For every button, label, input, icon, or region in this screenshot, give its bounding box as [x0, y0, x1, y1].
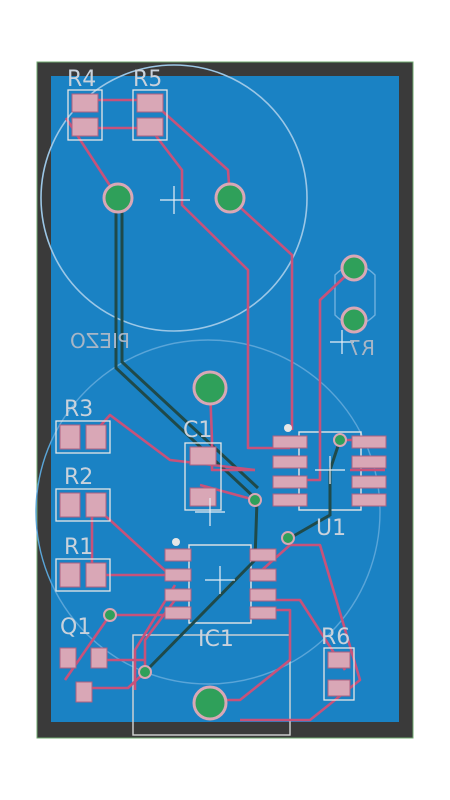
pad-c1-1	[189, 446, 217, 466]
via-5	[138, 665, 152, 679]
pad-q1-1	[59, 647, 77, 669]
through-holes	[102, 182, 368, 721]
pad-r4-2	[71, 117, 99, 137]
via-2	[281, 531, 295, 545]
pad-u1-7	[351, 455, 387, 469]
pad-u1-2	[272, 455, 308, 469]
label-r2: R2	[64, 465, 93, 490]
piezo-outline-bottom	[35, 339, 381, 685]
pad-r3-1	[59, 424, 81, 450]
piezo2-pad-2	[192, 685, 228, 721]
pad-r6-1	[327, 651, 351, 669]
u1-pin1-marker	[284, 424, 292, 432]
label-r4: R4	[67, 67, 96, 92]
piezo-pad-2	[214, 182, 246, 214]
label-r5: R5	[133, 67, 162, 92]
via-1	[248, 493, 262, 507]
pad-r4-1	[71, 93, 99, 113]
pad-ic1-2	[164, 568, 192, 582]
mirrored-piezo-group: PIEZO	[70, 329, 130, 353]
label-r3: R3	[64, 397, 93, 422]
part-bodies	[55, 89, 355, 701]
pad-ic1-3	[164, 588, 192, 602]
pad-r3-2	[85, 424, 107, 450]
pad-ic1-7	[249, 568, 277, 582]
pad-ic1-4	[164, 606, 192, 620]
pad-r2-2	[85, 492, 107, 518]
pad-u1-3	[272, 475, 308, 489]
pad-c1-2	[189, 487, 217, 507]
pad-ic1-8	[249, 548, 277, 562]
ic1-pin1-marker	[172, 538, 180, 546]
smd-pads	[59, 93, 387, 703]
pad-ic1-1	[164, 548, 192, 562]
board-outline	[36, 61, 414, 739]
r7-pad-2	[340, 306, 368, 334]
piezo2-pad-1	[192, 370, 228, 406]
pad-q1-3	[75, 681, 93, 703]
pad-r2-1	[59, 492, 81, 518]
label-r6: R6	[321, 625, 350, 650]
pad-u1-5	[351, 493, 387, 507]
pad-r5-2	[136, 117, 164, 137]
pad-r1-1	[59, 562, 81, 588]
pad-u1-1	[272, 435, 308, 449]
pad-r1-2	[85, 562, 107, 588]
label-r1: R1	[64, 535, 93, 560]
pad-q1-2	[90, 647, 108, 669]
ic1-outline	[188, 544, 252, 624]
mirrored-r7-group: R7	[348, 336, 375, 360]
via-4	[103, 608, 117, 622]
pad-r5-1	[136, 93, 164, 113]
via-3	[333, 433, 347, 447]
pad-ic1-6	[249, 588, 277, 602]
pad-u1-6	[351, 475, 387, 489]
pad-r6-2	[327, 679, 351, 697]
label-q1: Q1	[60, 615, 91, 640]
label-c1: C1	[183, 418, 212, 443]
pad-ic1-5	[249, 606, 277, 620]
label-r7: R7	[348, 336, 375, 360]
label-ic1: IC1	[198, 627, 234, 652]
label-piezo: PIEZO	[70, 329, 130, 353]
pad-u1-4	[272, 493, 308, 507]
origin-markers	[160, 186, 354, 594]
label-u1: U1	[316, 516, 346, 541]
r7-pad-1	[340, 254, 368, 282]
piezo-outline-top	[40, 64, 308, 332]
piezo-pad-1	[102, 182, 134, 214]
pad-u1-8	[351, 435, 387, 449]
